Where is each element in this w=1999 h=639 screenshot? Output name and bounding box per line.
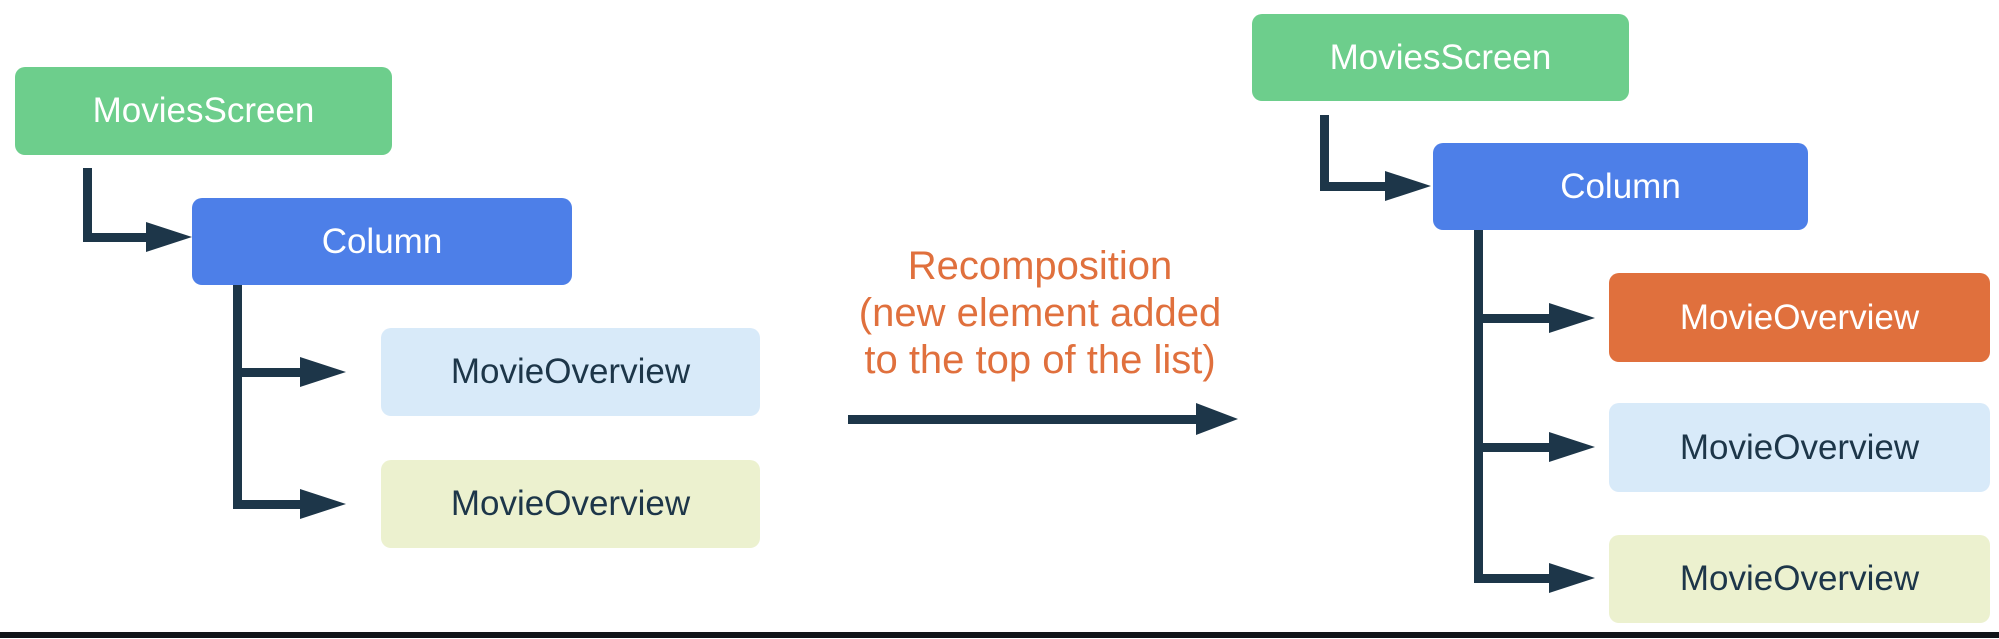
arrowhead-icon [300,357,346,387]
right-column-node: Column [1433,143,1808,230]
left-movies-screen-node: MoviesScreen [15,67,392,155]
connector-right-root-vertical [1320,115,1329,191]
connector-left-trunk [233,285,242,509]
arrowhead-icon [1385,171,1431,201]
node-label: MovieOverview [1679,297,1920,337]
caption-line-1: Recomposition [907,244,1173,288]
node-label: MovieOverview [1679,559,1920,598]
node-label: MovieOverview [450,484,691,523]
right-movie-overview-node-new: MovieOverview [1609,273,1990,362]
left-column-node: Column [192,198,572,285]
connector-right-root-horizontal [1320,182,1395,191]
node-label: MovieOverview [450,352,691,391]
arrowhead-icon [1549,563,1595,593]
transition-arrowhead-icon [1196,403,1238,435]
left-movie-overview-node-2: MovieOverview [381,460,760,548]
connector-left-branch-1 [233,368,305,377]
figure-bottom-border [0,632,1999,638]
right-movies-screen-node: MoviesScreen [1252,14,1629,101]
caption-line-3: to the top of the list) [864,338,1216,382]
connector-right-branch-1 [1474,314,1550,323]
arrowhead-icon [1549,303,1595,333]
node-label: Column [321,221,443,261]
connector-right-branch-3 [1474,574,1550,583]
caption-line-2: (new element added [858,291,1222,335]
right-movie-overview-node-2: MovieOverview [1609,403,1990,492]
connector-right-trunk [1474,230,1483,583]
left-movie-overview-node-1: MovieOverview [381,328,760,416]
recomposition-caption: Recomposition (new element added to the … [840,243,1240,384]
transition-arrow-shaft [848,415,1198,424]
right-movie-overview-node-3: MovieOverview [1609,535,1990,623]
connector-right-branch-2 [1474,443,1550,452]
node-label: MoviesScreen [1329,37,1552,77]
connector-left-branch-2 [233,500,305,509]
node-label: MoviesScreen [92,91,315,130]
arrowhead-icon [1549,432,1595,462]
node-label: Column [1560,166,1681,206]
arrowhead-icon [300,489,346,519]
connector-left-root-horizontal [83,233,158,242]
arrowhead-icon [146,222,192,252]
node-label: MovieOverview [1679,427,1920,467]
connector-left-root-vertical [83,168,92,242]
